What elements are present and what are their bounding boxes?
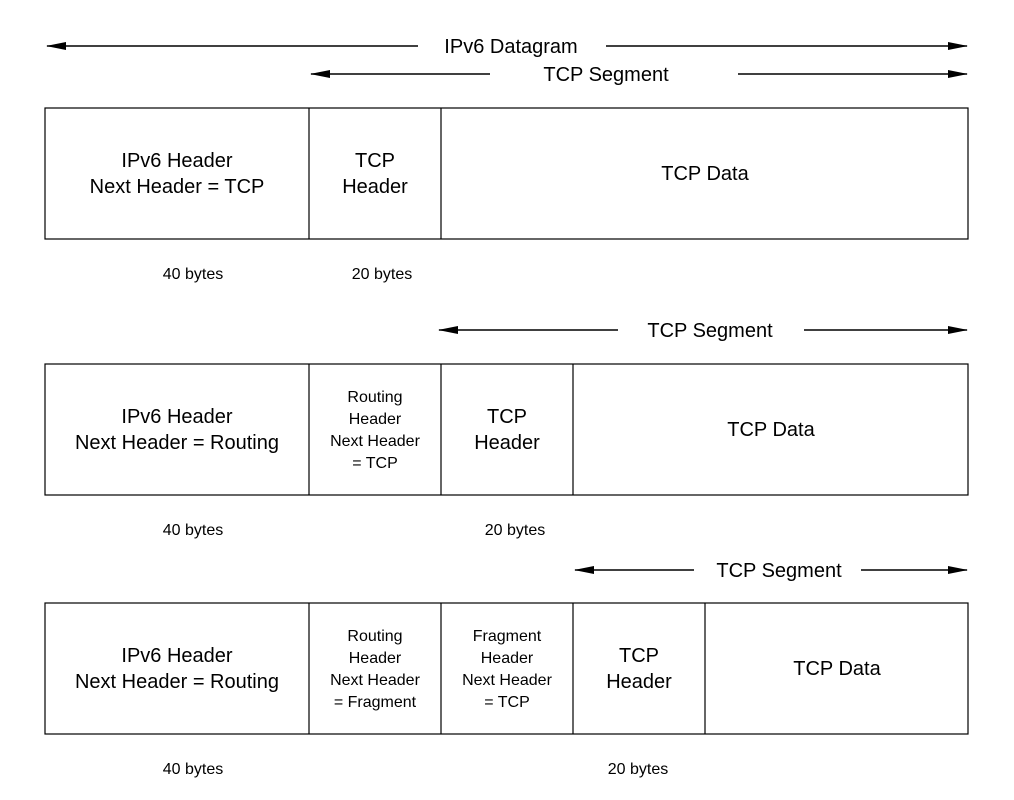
row3-fragment-line3: Next Header [462, 672, 552, 689]
row3-routing-line3: Next Header [330, 672, 420, 689]
row3-routing-line1: Routing [347, 628, 402, 645]
segment-arrow-2: TCP Segment [438, 320, 968, 342]
row2-tcp-header-line1: TCP [487, 406, 527, 428]
row3-ipv6-line2: Next Header = Routing [75, 671, 279, 693]
row2-routing-line1: Routing [347, 389, 402, 406]
row1-bytes-ipv6: 40 bytes [163, 266, 223, 283]
row3-fragment-line2: Header [481, 650, 534, 667]
segment-label-2: TCP Segment [647, 320, 773, 342]
row3-tcp-data: TCP Data [793, 658, 881, 680]
row3-fragment-line1: Fragment [473, 628, 542, 645]
segment-label-1: TCP Segment [543, 64, 669, 86]
row3-tcp-header-line1: TCP [619, 645, 659, 667]
row1-tcp-header-line1: TCP [355, 150, 395, 172]
row1-ipv6-line2: Next Header = TCP [90, 176, 265, 198]
segment-label-3: TCP Segment [716, 560, 842, 582]
row1-tcp-data: TCP Data [661, 163, 749, 185]
row-3 [44, 602, 969, 735]
datagram-arrow: IPv6 Datagram [46, 36, 968, 58]
row-2 [44, 363, 969, 496]
row3-bytes-tcp: 20 bytes [608, 761, 668, 778]
segment-arrow-3: TCP Segment [574, 560, 968, 582]
row-1 [44, 107, 969, 240]
row1-tcp-header-line2: Header [342, 176, 408, 198]
datagram-label: IPv6 Datagram [444, 36, 577, 58]
row2-ipv6-line2: Next Header = Routing [75, 432, 279, 454]
row2-tcp-header-line2: Header [474, 432, 540, 454]
row3-routing-line2: Header [349, 650, 402, 667]
row2-bytes-ipv6: 40 bytes [163, 522, 223, 539]
row3-tcp-header-line2: Header [606, 671, 672, 693]
row1-ipv6-line1: IPv6 Header [121, 150, 233, 172]
segment-arrow-1: TCP Segment [310, 64, 968, 86]
row2-routing-line2: Header [349, 411, 402, 428]
row3-fragment-line4: = TCP [484, 694, 530, 711]
row2-ipv6-line1: IPv6 Header [121, 406, 233, 428]
row3-bytes-ipv6: 40 bytes [163, 761, 223, 778]
row2-tcp-data: TCP Data [727, 419, 815, 441]
row3-routing-line4: = Fragment [334, 694, 417, 711]
row3-ipv6-line1: IPv6 Header [121, 645, 233, 667]
row2-bytes-tcp: 20 bytes [485, 522, 545, 539]
row2-routing-line4: = TCP [352, 455, 398, 472]
row2-routing-line3: Next Header [330, 433, 420, 450]
row1-bytes-tcp: 20 bytes [352, 266, 412, 283]
